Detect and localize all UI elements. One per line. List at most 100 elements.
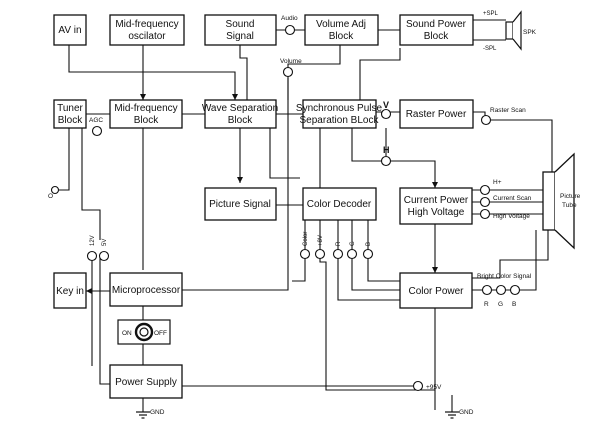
- wave-separation-label-2: Block: [228, 115, 253, 126]
- audio-label: Audio: [281, 15, 298, 22]
- plus8v-label: +8V: [318, 235, 324, 246]
- o-test-point: [50, 185, 60, 195]
- h-plus-test-point: [479, 184, 491, 196]
- red-label: R: [484, 301, 489, 308]
- volume-adj-label-2: Block: [329, 31, 354, 42]
- power-supply-label: Power Supply: [115, 377, 177, 388]
- key-in-label: Key in: [56, 286, 84, 297]
- tuner-block: Tuner Block: [53, 99, 87, 129]
- speaker-minus-label: -SPL: [483, 46, 497, 52]
- green-test-point: [495, 284, 507, 296]
- current-power-label-2: High Voltage: [408, 207, 465, 218]
- h-plus-label: H+: [493, 179, 502, 186]
- test-points: [50, 24, 521, 392]
- sound-signal-block: Sound Signal: [204, 14, 277, 46]
- h-test-point: [380, 155, 392, 167]
- b-out-test-point: [362, 248, 374, 260]
- agc-label: AGC: [89, 117, 103, 124]
- 5v-test-point: [98, 250, 110, 262]
- power-switch: ON OFF: [117, 319, 171, 345]
- gnd-left-label: GND: [150, 409, 165, 416]
- picture-signal-block: Picture Signal: [204, 187, 277, 221]
- arrow-into-wave-separation: [232, 94, 238, 100]
- wave-separation-block: Wave Separation Block: [202, 99, 278, 129]
- mid-oscillator-label-2: oscilator: [128, 31, 166, 42]
- sync-pulse-label-2: Separation BLock: [300, 115, 380, 126]
- microprocessor-label: Microprocessor: [112, 285, 181, 296]
- gnd-right-label: GND: [459, 409, 474, 416]
- current-scan-label: Current Scan: [493, 195, 532, 202]
- mid-block-label-1: Mid-frequency: [114, 103, 177, 114]
- picture-tube-label-1: Picture: [560, 193, 581, 200]
- h-label: H: [383, 145, 390, 155]
- r-out-label: R: [336, 241, 342, 246]
- color-power-label: Color Power: [408, 286, 464, 297]
- raster-scan-label: Raster Scan: [490, 107, 526, 114]
- g-out-label: G: [350, 241, 356, 246]
- audio-test-point: [284, 24, 296, 36]
- high-voltage-label: High Voltage: [493, 213, 530, 220]
- picture-tube: Picture Tube: [542, 152, 581, 250]
- wave-separation-label-1: Wave Separation: [202, 103, 278, 114]
- agc-test-point: [91, 125, 103, 137]
- v-label: V: [383, 100, 389, 110]
- v-test-point: [380, 108, 392, 120]
- current-scan-test-point: [479, 196, 491, 208]
- blue-test-point: [509, 284, 521, 296]
- av-in-label: AV in: [58, 25, 81, 36]
- color-power-block: Color Power: [399, 272, 473, 309]
- synchronous-pulse-block: Synchronous Pulse Separation BLock: [296, 99, 383, 129]
- ground-left-icon: [136, 411, 150, 419]
- switch-off-label: OFF: [154, 330, 167, 337]
- sound-power-label-1: Sound Power: [406, 19, 467, 30]
- speaker-icon: SPK +SPL -SPL: [483, 10, 537, 52]
- sound-signal-label-2: Signal: [226, 31, 254, 42]
- volume-adj-block: Volume Adj Block: [304, 14, 379, 46]
- raster-power-label: Raster Power: [406, 109, 467, 120]
- current-power-label-1: Current Power: [404, 195, 469, 206]
- volume-test-point: [282, 66, 294, 78]
- blue-label: B: [512, 301, 516, 308]
- current-power-block: Current Power High Voltage: [399, 187, 473, 225]
- color-label: Color: [303, 232, 309, 246]
- tuner-label-1: Tuner: [57, 103, 83, 114]
- plus95v-label: +95V: [426, 384, 442, 391]
- plus8v-test-point: [314, 248, 326, 260]
- mid-frequency-block: Mid-frequency Block: [109, 99, 183, 129]
- high-voltage-test-point: [479, 208, 491, 220]
- volume-label: Volume: [280, 58, 302, 65]
- arrow-into-picture-signal: [237, 177, 243, 183]
- b-out-label: B: [366, 242, 372, 246]
- o-label: O: [48, 193, 53, 200]
- microprocessor-block: Microprocessor: [109, 272, 183, 307]
- color-decoder-block: Color Decoder: [302, 187, 377, 221]
- red-test-point: [481, 284, 493, 296]
- 12v-test-point: [86, 250, 98, 262]
- speaker-plus-label: +SPL: [483, 11, 499, 17]
- arrow-into-color-power: [432, 267, 438, 273]
- mid-frequency-oscillator-block: Mid-frequency oscilator: [109, 14, 185, 46]
- g-out-test-point: [346, 248, 358, 260]
- arrows: [86, 94, 438, 294]
- speaker-label: SPK: [523, 29, 537, 36]
- av-in-block: AV in: [53, 14, 87, 46]
- 12v-label: 12V: [90, 235, 96, 246]
- color-decoder-label: Color Decoder: [307, 199, 372, 210]
- switch-on-label: ON: [122, 330, 132, 337]
- plus95v-test-point: [412, 380, 424, 392]
- arrow-into-key-in: [86, 288, 92, 294]
- bright-color-signal-label: Bright Color Signal: [477, 273, 532, 280]
- sound-power-block: Sound Power Block: [399, 14, 474, 46]
- sound-power-label-2: Block: [424, 31, 449, 42]
- tuner-label-2: Block: [58, 115, 83, 126]
- sync-pulse-label-1: Synchronous Pulse: [296, 103, 383, 114]
- arrow-into-mid-block: [140, 94, 146, 100]
- mid-oscillator-label-1: Mid-frequency: [115, 19, 178, 30]
- picture-tube-label-2: Tube: [562, 202, 577, 209]
- ground-right-icon: [445, 411, 459, 419]
- raster-scan-test-point: [480, 114, 492, 126]
- green-label: G: [498, 301, 503, 308]
- raster-power-block: Raster Power: [399, 99, 474, 129]
- sound-signal-label-1: Sound: [226, 19, 255, 30]
